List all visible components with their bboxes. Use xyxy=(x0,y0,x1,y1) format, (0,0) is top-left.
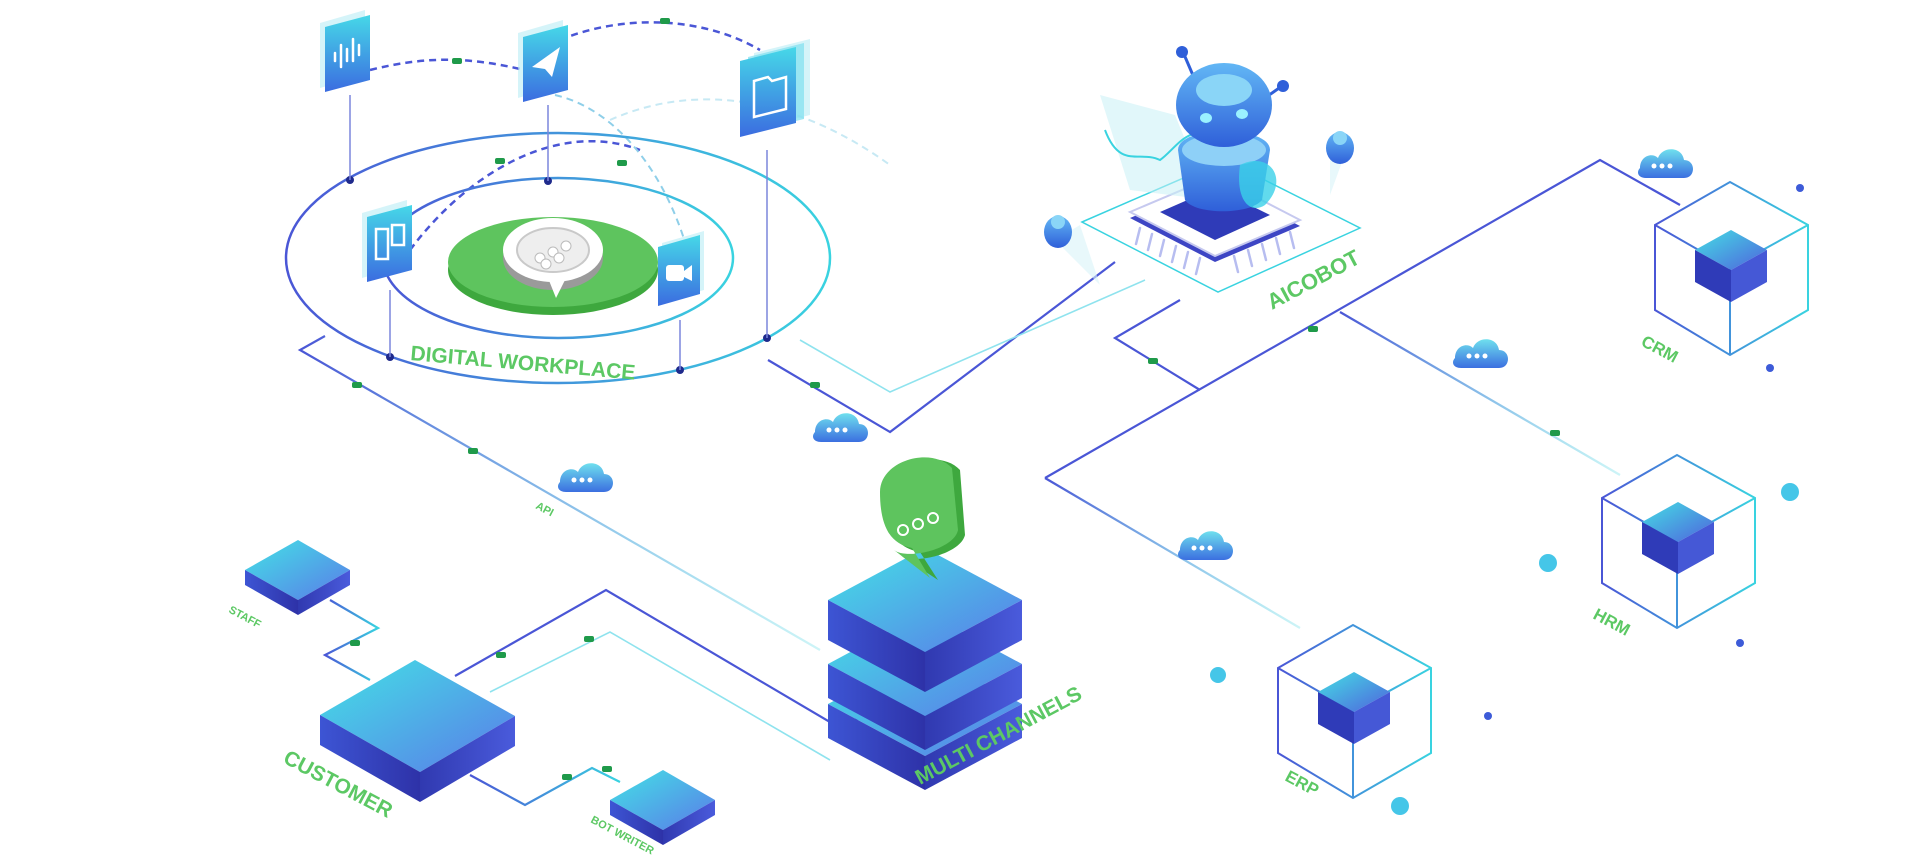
link-workplace-to-multichannels xyxy=(297,335,821,651)
staff-block[interactable]: STAFF xyxy=(227,540,350,631)
erp-cube[interactable]: ERP xyxy=(1277,623,1432,800)
link-network-main xyxy=(1044,158,1681,479)
api-label: API xyxy=(534,500,556,519)
drone-bot-right xyxy=(1326,131,1354,195)
customer-block[interactable]: CUSTOMER xyxy=(280,660,515,823)
link-aicobot-down xyxy=(1112,299,1201,391)
dashed-arc-5 xyxy=(609,98,891,166)
kanban-board-icon[interactable] xyxy=(362,200,412,282)
digital-workplace[interactable]: DIGITAL WORKPLACE xyxy=(284,10,832,385)
digital-workplace-label: DIGITAL WORKPLACE xyxy=(410,342,637,385)
paper-plane-icon[interactable] xyxy=(518,20,568,102)
erp-label: ERP xyxy=(1282,767,1322,800)
cpu-chip-icon xyxy=(1080,159,1362,293)
bot-writer-block[interactable]: BOT WRITER xyxy=(589,770,715,857)
link-bot-writer xyxy=(469,766,621,807)
folder-stack-icon[interactable] xyxy=(740,39,810,137)
cloud-icon xyxy=(813,413,868,442)
multi-channels-stack[interactable]: MULTI CHANNELS xyxy=(828,457,1086,790)
cloud-icon xyxy=(1453,339,1508,368)
workplace-outer-ring xyxy=(284,131,832,385)
chat-bubble-icon xyxy=(503,218,603,298)
hrm-label: HRM xyxy=(1590,605,1633,640)
decorative-dots xyxy=(1210,184,1804,815)
chat-hub xyxy=(448,217,658,315)
video-camera-icon[interactable] xyxy=(658,231,704,306)
cloud-icon xyxy=(1178,531,1233,560)
connector-plug-icon xyxy=(350,18,1560,780)
robot-icon xyxy=(1176,46,1289,212)
crm-cube[interactable]: CRM xyxy=(1638,180,1809,367)
staff-label: STAFF xyxy=(227,604,263,631)
hrm-cube[interactable]: HRM xyxy=(1590,453,1756,640)
link-network-to-hrm xyxy=(1339,311,1621,476)
link-customer-to-multichannels xyxy=(454,588,886,730)
audio-wave-icon[interactable] xyxy=(320,10,370,92)
aicobot[interactable]: AICOBOT xyxy=(1044,46,1364,314)
dashed-arc-4 xyxy=(554,94,691,261)
link-customer-to-multichannels-light xyxy=(489,631,831,761)
cloud-icon xyxy=(1638,149,1693,178)
link-workplace-to-aicobot-light xyxy=(799,279,1146,393)
dashed-arc-2 xyxy=(559,21,761,52)
link-workplace-to-aicobot xyxy=(767,261,1116,434)
chat-bubble-icon xyxy=(880,457,965,580)
stack-layer xyxy=(828,548,1022,692)
link-staff xyxy=(322,599,381,681)
cloud-icon xyxy=(558,463,613,492)
drone-bot-left xyxy=(1044,215,1100,285)
link-network-to-erp xyxy=(1044,477,1301,629)
dashed-arc-3 xyxy=(409,140,641,251)
crm-label: CRM xyxy=(1638,332,1681,367)
